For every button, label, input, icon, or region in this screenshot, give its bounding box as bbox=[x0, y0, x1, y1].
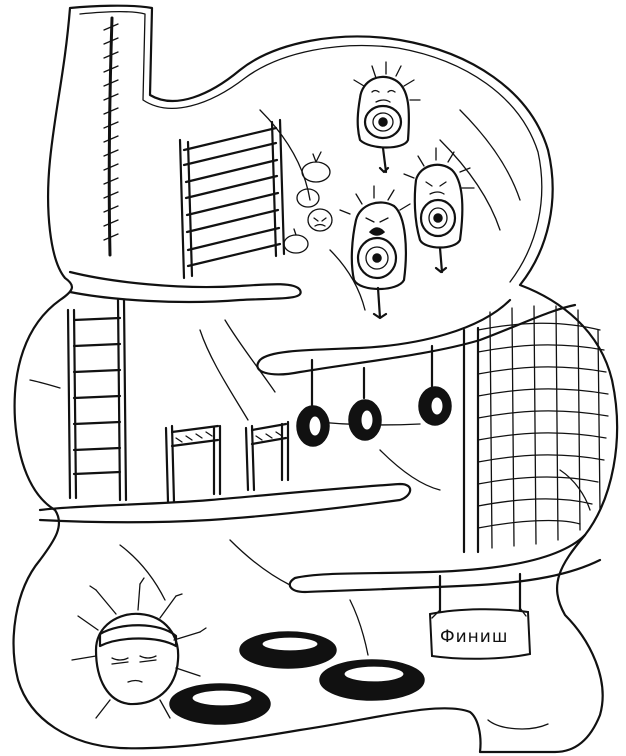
finish-banner: Финиш bbox=[428, 572, 532, 660]
sleepy-germ bbox=[71, 577, 207, 719]
small-microbes bbox=[283, 151, 333, 254]
wall-bars bbox=[178, 118, 286, 280]
climbing-rope bbox=[103, 16, 119, 257]
stomach-outline bbox=[12, 4, 619, 754]
finish-sign-label: Финиш bbox=[440, 627, 508, 647]
hanging-tires bbox=[296, 344, 452, 447]
hurdles bbox=[164, 420, 290, 504]
target-germ-2 bbox=[403, 147, 475, 274]
target-germ-3 bbox=[339, 185, 411, 320]
exit-tube bbox=[487, 719, 549, 730]
ladder bbox=[66, 298, 128, 502]
target-germ-1 bbox=[353, 61, 421, 174]
floor-tires bbox=[169, 631, 425, 725]
climbing-net bbox=[462, 305, 609, 554]
